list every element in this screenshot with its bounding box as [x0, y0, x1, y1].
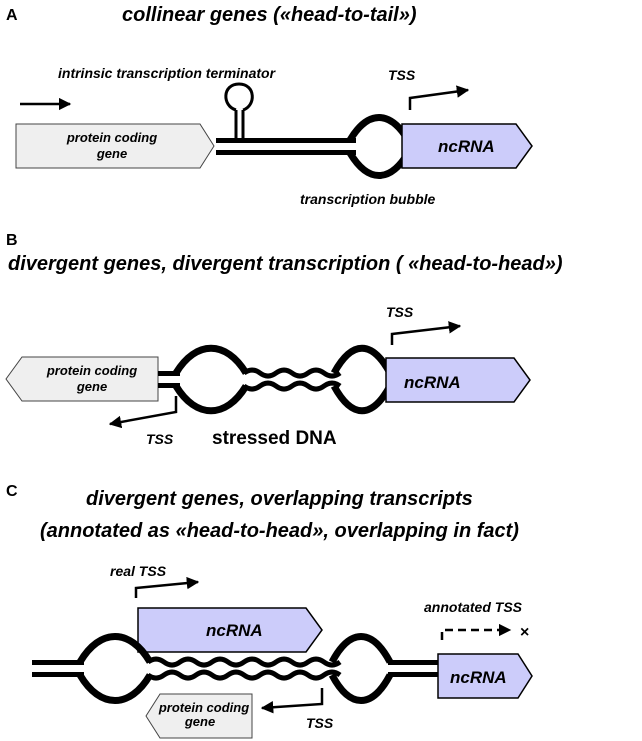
- dna-strand-bottom: [216, 150, 356, 155]
- stressed-strand-bottom: [146, 669, 342, 681]
- hairpin-terminator: [224, 82, 254, 138]
- tss-right-label: TSS: [386, 304, 414, 320]
- terminator-label: intrinsic transcription terminator: [58, 65, 277, 81]
- panel-a-letter: A: [6, 7, 18, 24]
- panel-a-title: collinear genes («head-to-tail»): [122, 4, 417, 26]
- panel-a: A collinear genes («head-to-tail») intri…: [6, 4, 533, 207]
- ncrna-label: ncRNA: [438, 137, 495, 156]
- stressed-dna-label: stressed DNA: [212, 428, 337, 449]
- tss-right-arrow: [390, 321, 462, 345]
- dna-strand-bottom-right: [388, 672, 440, 677]
- annotated-tss-label: annotated TSS: [424, 599, 523, 615]
- protein-gene-label-line1: protein coding: [158, 700, 249, 715]
- protein-coding-gene-arrow: [15, 123, 215, 169]
- tss-left-arrow: [108, 396, 178, 429]
- bubble-right-top: [330, 344, 394, 375]
- bubble-right-bottom: [330, 384, 394, 415]
- ncrna-right-arrow: [437, 653, 533, 699]
- dna-strand-top: [216, 138, 356, 143]
- stressed-strand-top: [146, 656, 342, 668]
- panel-c-letter: C: [6, 483, 18, 500]
- protein-gene-label-line2: gene: [184, 714, 215, 729]
- ncrna-label: ncRNA: [404, 373, 461, 392]
- ncrna-arrow: [401, 123, 533, 169]
- protein-coding-gene-arrow: [145, 693, 253, 739]
- tss-bottom-arrow: [260, 688, 324, 714]
- panel-b-title: divergent genes, divergent transcription…: [8, 253, 563, 275]
- ncrna-top-label: ncRNA: [206, 621, 263, 640]
- transcription-bubble-top: [346, 114, 412, 142]
- tss-left-label: TSS: [146, 431, 174, 447]
- protein-gene-label-line2: gene: [76, 379, 107, 394]
- tss-label: TSS: [388, 67, 416, 83]
- stressed-strand-top: [242, 367, 342, 379]
- bubble-right-bottom: [328, 673, 394, 704]
- protein-gene-label-line1: protein coding: [46, 363, 137, 378]
- real-tss-label: real TSS: [110, 563, 167, 579]
- annotated-tss-arrow: [440, 623, 512, 640]
- bubble-left-top: [76, 633, 154, 664]
- stressed-strand-bottom: [242, 380, 342, 392]
- ncrna-arrow: [385, 357, 531, 403]
- cross-mark: ×: [520, 624, 529, 641]
- protein-gene-label-line1: protein coding: [66, 130, 157, 145]
- bubble-left-bottom: [76, 673, 154, 704]
- protein-gene-label-line2: gene: [96, 146, 127, 161]
- dna-strand-bottom: [158, 383, 180, 388]
- ncrna-right-label: ncRNA: [450, 668, 507, 687]
- bubble-left-top: [173, 344, 249, 375]
- transcription-bubble-bottom: [346, 151, 412, 179]
- tss-bottom-label: TSS: [306, 715, 334, 731]
- dna-strand-top-right: [388, 660, 440, 665]
- tss-arrow: [408, 85, 470, 110]
- dna-strand-top-left: [32, 660, 84, 665]
- panel-b: B divergent genes, divergent transcripti…: [5, 232, 563, 449]
- panel-c: C divergent genes, overlapping transcrip…: [6, 483, 533, 739]
- bubble-left-bottom: [173, 384, 249, 415]
- bubble-label: transcription bubble: [300, 191, 436, 207]
- dna-strand-bottom-left: [32, 672, 84, 677]
- protein-coding-gene-arrow: [5, 356, 159, 402]
- panel-c-title-line2: (annotated as «head-to-head», overlappin…: [40, 520, 519, 542]
- bubble-right-top: [328, 633, 394, 664]
- panel-c-title-line1: divergent genes, overlapping transcripts: [86, 488, 473, 510]
- dna-strand-top: [158, 371, 180, 376]
- panel-b-letter: B: [6, 232, 18, 249]
- real-tss-arrow: [134, 576, 200, 598]
